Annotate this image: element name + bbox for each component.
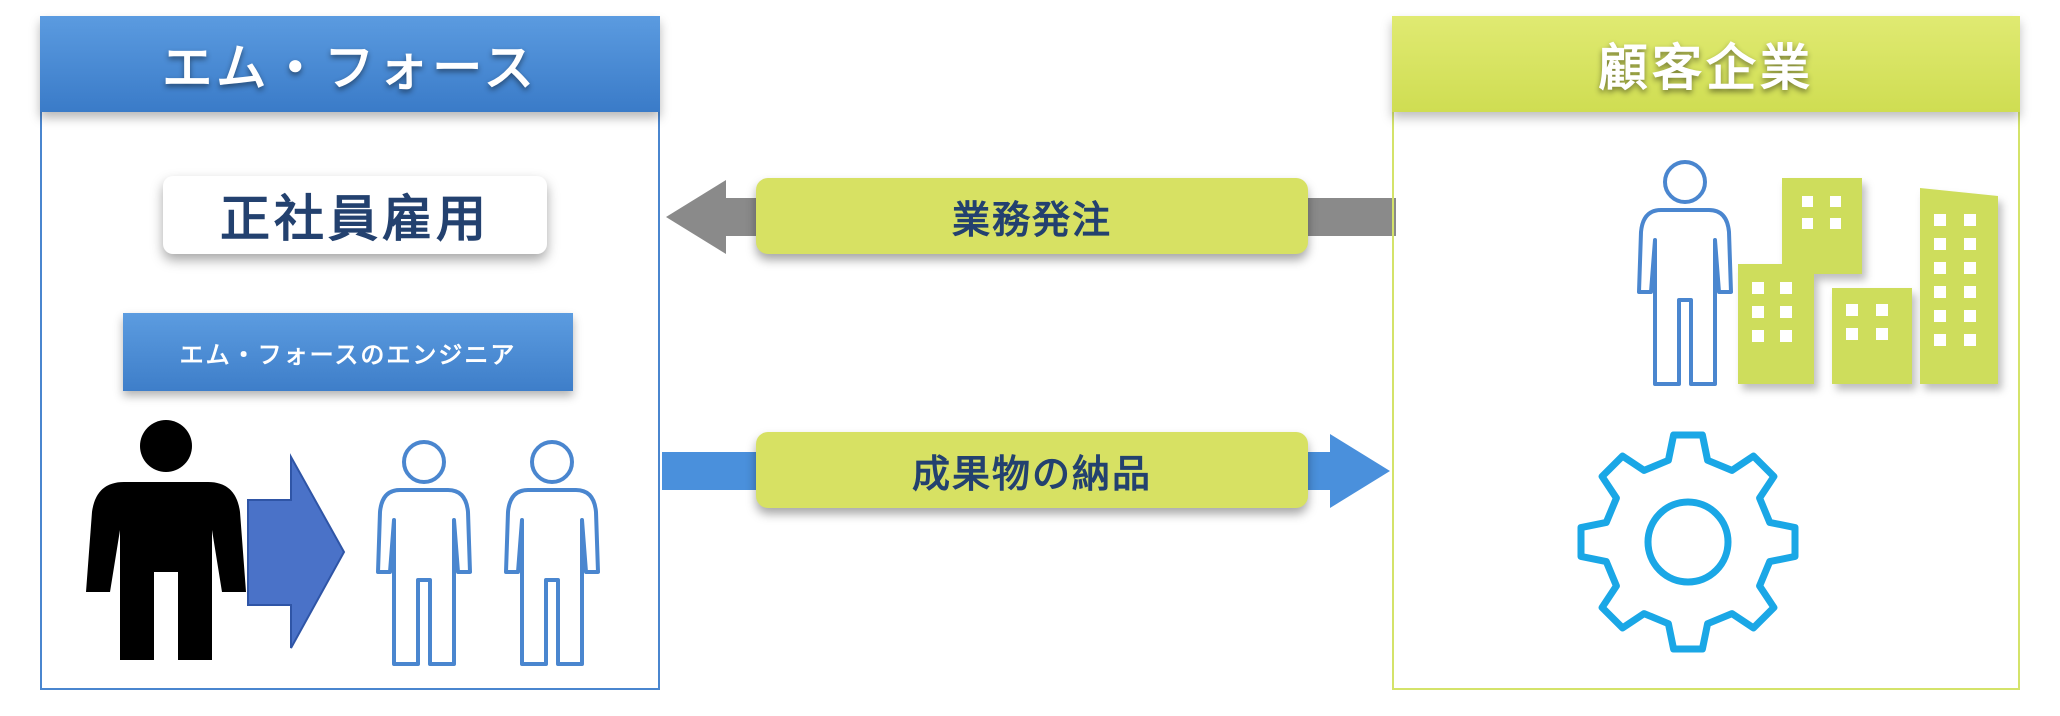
left-panel-title: エム・フォース xyxy=(40,16,660,112)
engineer-label: エム・フォースのエンジニア xyxy=(123,313,573,391)
right-panel-title: 顧客企業 xyxy=(1392,16,2020,112)
delivery-label: 成果物の納品 xyxy=(756,432,1308,508)
person-solid-icon xyxy=(86,420,246,660)
building-icon xyxy=(1738,178,1998,384)
right-arrow-icon xyxy=(247,453,346,649)
person-outline-icon xyxy=(504,440,600,666)
employment-type-box: 正社員雇用 xyxy=(163,176,547,254)
order-label: 業務発注 xyxy=(756,178,1308,254)
person-outline-icon xyxy=(376,440,472,666)
gear-icon xyxy=(1577,431,1799,653)
person-outline-icon xyxy=(1637,160,1733,386)
